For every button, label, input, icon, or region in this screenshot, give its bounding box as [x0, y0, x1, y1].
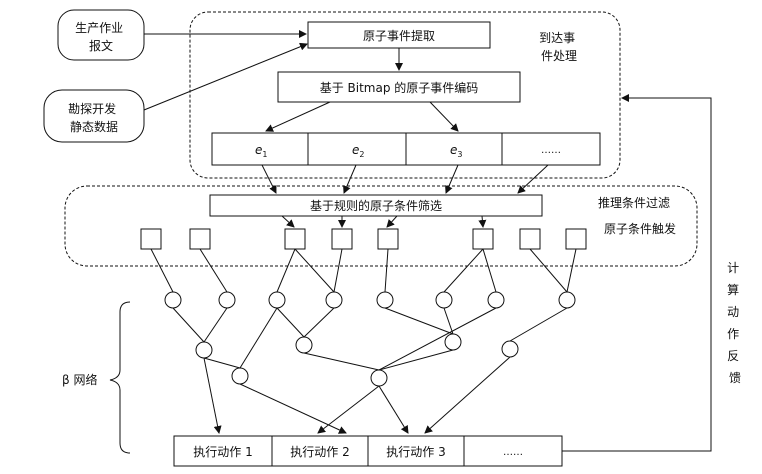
beta-node: [435, 291, 453, 309]
condition-boxes: [140, 228, 587, 250]
arrival-processing-label: 到达事 件处理: [539, 31, 579, 63]
condition-box: [565, 228, 587, 250]
beta-network-label: β 网络: [62, 372, 97, 387]
exploration-static-box: [43, 89, 145, 143]
bitmap-encode-box: [277, 71, 521, 103]
condition-box: [331, 228, 353, 250]
beta-node: [218, 291, 236, 309]
beta-node: [501, 340, 519, 358]
action-more: ……: [503, 447, 523, 458]
atomic-extract-box: [307, 21, 491, 49]
feedback-label: 计 算 动 作 反 馈: [727, 261, 743, 385]
rule-filter-label: 基于规则的原子条件筛选: [310, 198, 442, 213]
event-more: ……: [541, 145, 561, 156]
action-2: 执行动作 2: [290, 445, 349, 459]
beta-node: [325, 291, 343, 309]
beta-node: [558, 291, 576, 309]
atomic-extract-label: 原子事件提取: [363, 28, 435, 43]
beta-node: [164, 291, 182, 309]
feedback-arrow: [562, 94, 712, 452]
beta-node: [268, 291, 286, 309]
beta-node: [376, 291, 394, 309]
action-3: 执行动作 3: [386, 445, 445, 459]
rule-filter-box: [209, 194, 543, 217]
beta-node: [231, 367, 249, 385]
event-e3: e3: [450, 143, 462, 159]
exploration-static-label: 勘探开发 静态数据: [68, 101, 120, 134]
production-report-label: 生产作业 报文: [75, 21, 127, 53]
beta-node: [195, 341, 213, 359]
condition-box: [519, 228, 541, 250]
event-e2: e2: [352, 143, 364, 159]
event-e1: e1: [255, 143, 267, 159]
beta-node: [370, 369, 388, 387]
action-1: 执行动作 1: [193, 445, 252, 459]
condition-box: [284, 228, 306, 250]
beta-network-edges: [150, 248, 577, 371]
filter-region: [64, 185, 698, 267]
condition-box: [189, 228, 211, 250]
arrival-processing-region: [189, 11, 621, 179]
beta-network-nodes: [164, 291, 576, 387]
beta-node: [295, 336, 313, 354]
reasoning-filter-label: 推理条件过滤: [598, 196, 670, 210]
beta-network-brace: [109, 301, 131, 454]
condition-box: [377, 228, 399, 250]
production-report-box: [57, 9, 145, 61]
condition-box: [140, 228, 162, 250]
bitmap-encode-label: 基于 Bitmap 的原子事件编码: [320, 80, 479, 95]
atomic-trigger-label: 原子条件触发: [604, 221, 676, 236]
beta-node: [487, 291, 505, 309]
condition-box: [472, 228, 494, 250]
beta-node: [444, 333, 462, 351]
